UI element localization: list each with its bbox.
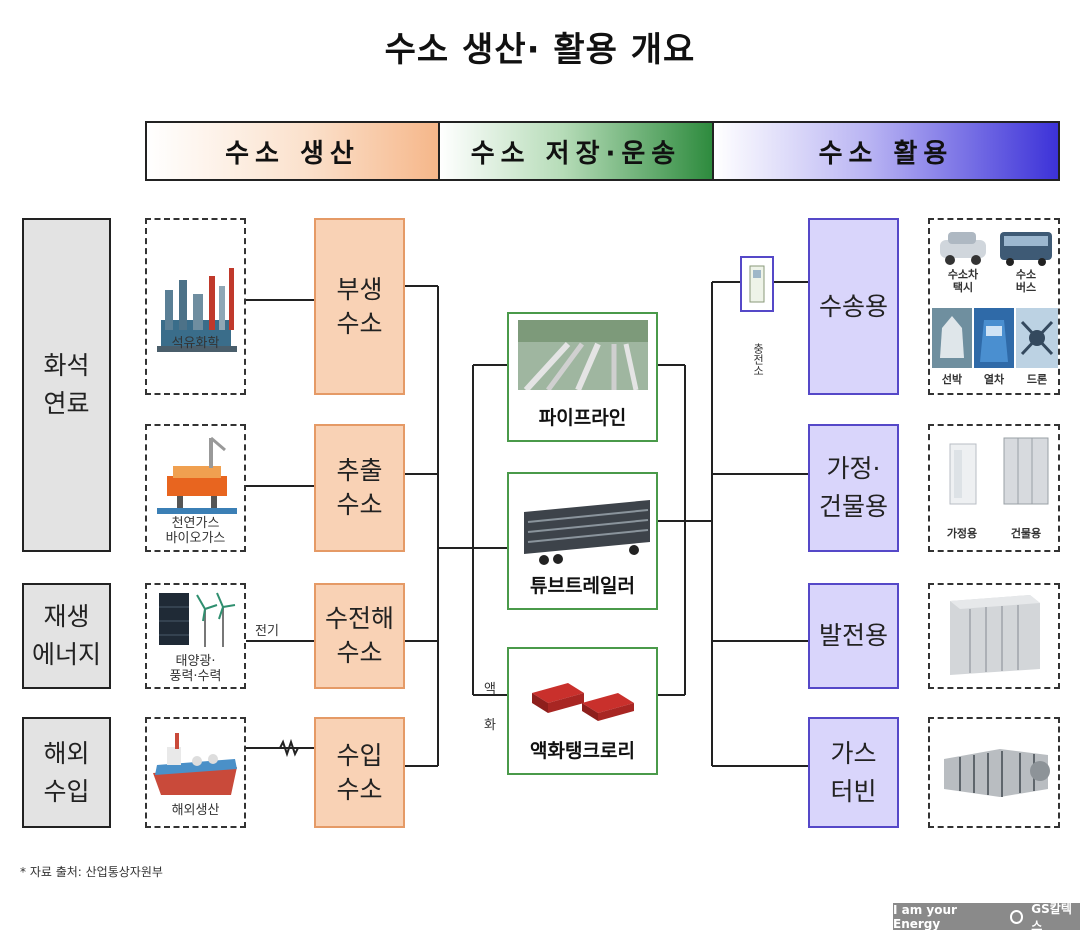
gs-logo-icon: [1009, 909, 1024, 924]
electricity-label: 전기: [255, 624, 279, 639]
drone-image: 드론: [1016, 308, 1058, 388]
source-note: * 자료 출처: 산업통상자원부: [20, 865, 163, 879]
power-plant-image: [928, 583, 1060, 689]
usage-transport: 수송용: [808, 218, 899, 395]
home-fuelcell-icon: [949, 443, 977, 505]
pipeline-box: 파이프라인: [507, 312, 658, 442]
solar-wind-icon: [159, 592, 236, 647]
import-hydrogen: 수입 수소: [314, 717, 405, 828]
usage-building: 가정· 건물용: [808, 424, 899, 552]
charging-station-label: 충전소: [750, 330, 766, 379]
source-renewable: 재생 에너지: [22, 583, 111, 689]
train-image: 열차: [974, 308, 1014, 388]
home-caption: 가정용: [946, 527, 978, 540]
bus-image: 수소 버스: [996, 224, 1056, 302]
offshore-platform-icon: [157, 436, 237, 514]
gas-turbine-icon: [944, 749, 1050, 797]
building-fuelcell-icon: [1003, 437, 1049, 505]
bus-icon: [1000, 232, 1052, 266]
band-usage-label: 수소 활용: [818, 138, 954, 169]
liquid-lorry-box: 액화탱크로리: [507, 647, 658, 775]
drone-icon: [1016, 308, 1058, 368]
usage-gas-turbine: 가스 터빈: [808, 717, 899, 828]
power-generator-icon: [950, 595, 1040, 675]
natural-gas-caption: 천연가스 바이오가스: [165, 516, 226, 546]
charging-station-text: 충전소: [751, 343, 765, 376]
natural-gas-image: 천연가스 바이오가스: [145, 424, 246, 552]
petrochemical-caption: 석유화학: [171, 336, 220, 351]
pipeline-label: 파이프라인: [538, 407, 627, 429]
tube-trailer-box: 튜브트레일러: [507, 472, 658, 610]
train-caption: 열차: [983, 373, 1005, 386]
band-usage: 수소 활용: [712, 121, 1060, 181]
byproduct-hydrogen: 부생 수소: [314, 218, 405, 395]
taxi-caption: 수소차 택시: [947, 268, 979, 294]
building-fuelcell-image: 가정용 건물용: [928, 424, 1060, 552]
train-icon: [974, 308, 1014, 368]
liquefaction-label: 액 화: [484, 682, 496, 733]
overseas-production-image: 해외생산: [145, 717, 246, 828]
taxi-icon: [940, 232, 986, 265]
bus-caption: 수소 버스: [1015, 268, 1037, 294]
brand-text: GS칼텍스: [1031, 901, 1072, 933]
ship-icon: [932, 308, 972, 368]
ship-caption: 선박: [941, 373, 963, 386]
solar-wind-image: 태양광· 풍력·수력: [145, 583, 246, 689]
tube-trailer-label: 튜브트레일러: [530, 575, 635, 597]
tube-trailer-icon: [524, 500, 650, 565]
band-production-label: 수소 생산: [225, 138, 360, 169]
pipeline-icon: [518, 320, 648, 390]
electrolysis-hydrogen: 수전해 수소: [314, 583, 405, 689]
slogan-text: I am your Energy: [893, 902, 957, 931]
band-storage-label: 수소 저장·운송: [470, 138, 682, 169]
tanker-ship-icon: [153, 733, 237, 795]
source-overseas: 해외 수입: [22, 717, 111, 828]
ship-image: 선박: [932, 308, 972, 388]
overseas-production-caption: 해외생산: [171, 803, 220, 818]
charging-station-icon: [740, 256, 774, 312]
building-caption: 건물용: [1010, 527, 1042, 540]
refinery-icon: [157, 268, 237, 352]
band-production: 수소 생산: [145, 121, 440, 181]
petrochemical-image: 석유화학: [145, 218, 246, 395]
taxi-image: 수소차 택시: [934, 224, 992, 302]
drone-caption: 드론: [1026, 373, 1048, 386]
home-image: 가정용: [938, 438, 986, 548]
brand-badge: I am your Energy GS칼텍스: [893, 902, 1080, 933]
transport-vehicles-image: 수소차 택시 수소 버스 선박 열차 드론: [928, 218, 1060, 395]
extraction-hydrogen: 추출 수소: [314, 424, 405, 552]
building-image: 건물용: [996, 434, 1056, 548]
usage-power: 발전용: [808, 583, 899, 689]
liquid-lorry-label: 액화탱크로리: [530, 740, 635, 762]
page-title: 수소 생산· 활용 개요: [384, 30, 696, 70]
source-fossil-fuel: 화석 연료: [22, 218, 111, 552]
gas-turbine-image: [928, 717, 1060, 828]
tank-lorry-icon: [532, 683, 634, 721]
solar-wind-caption: 태양광· 풍력·수력: [169, 654, 222, 684]
